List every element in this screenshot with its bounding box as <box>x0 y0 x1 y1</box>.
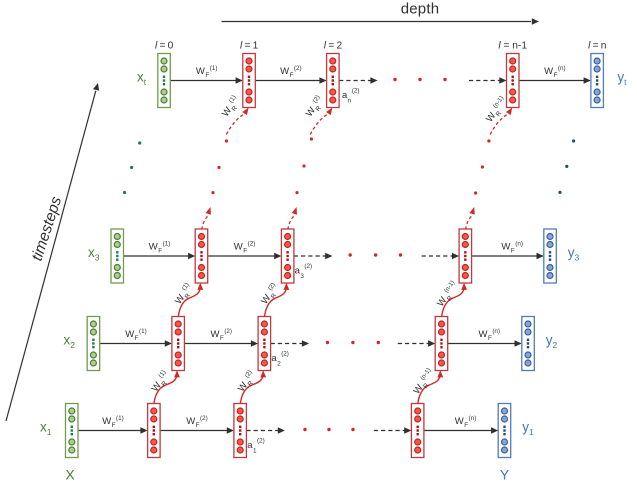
svg-text:WR(1): WR(1) <box>172 282 196 308</box>
svg-text:yt: yt <box>617 70 627 87</box>
svg-text:WF(1): WF(1) <box>196 65 218 79</box>
svg-text:xt: xt <box>137 70 147 87</box>
svg-text:X: X <box>65 466 75 482</box>
svg-text:WF(2): WF(2) <box>186 415 208 429</box>
svg-text:WR(n-1): WR(n-1) <box>435 279 463 310</box>
svg-text:an(2): an(2) <box>342 88 360 105</box>
svg-text:WF(1): WF(1) <box>149 241 171 255</box>
svg-text:a2(2): a2(2) <box>271 351 289 368</box>
svg-text:depth: depth <box>401 0 440 17</box>
svg-text:x1: x1 <box>40 420 52 437</box>
svg-text:l = 2: l = 2 <box>324 41 343 52</box>
svg-text:WR(2): WR(2) <box>258 282 282 308</box>
svg-text:WR(1): WR(1) <box>219 94 243 120</box>
svg-text:WR(2): WR(2) <box>303 94 327 120</box>
svg-text:WF(n): WF(n) <box>544 65 566 79</box>
svg-text:WF(n): WF(n) <box>479 328 501 342</box>
svg-text:x2: x2 <box>64 333 76 350</box>
svg-text:WR(2): WR(2) <box>235 369 259 395</box>
svg-text:y1: y1 <box>522 420 534 437</box>
svg-text:l = 0: l = 0 <box>155 41 174 52</box>
svg-text:l = n: l = n <box>588 41 606 52</box>
svg-text:a1(2): a1(2) <box>247 438 265 455</box>
svg-text:y2: y2 <box>546 333 558 350</box>
svg-text:l = n-1: l = n-1 <box>498 41 527 52</box>
svg-text:WF(2): WF(2) <box>211 328 233 342</box>
svg-text:a3(2): a3(2) <box>295 263 313 280</box>
svg-text:Y: Y <box>500 467 510 483</box>
svg-text:WF(n): WF(n) <box>455 415 477 429</box>
svg-text:WF(2): WF(2) <box>234 241 256 255</box>
svg-text:WF(2): WF(2) <box>280 65 302 79</box>
svg-text:WF(1): WF(1) <box>125 328 147 342</box>
svg-text:WR(1): WR(1) <box>149 369 173 395</box>
svg-text:WF(n): WF(n) <box>501 241 523 255</box>
svg-text:x3: x3 <box>88 245 100 262</box>
svg-text:l = 1: l = 1 <box>240 41 259 52</box>
svg-text:y3: y3 <box>568 245 580 262</box>
svg-text:timesteps: timesteps <box>29 194 66 263</box>
svg-text:WF(1): WF(1) <box>102 415 124 429</box>
